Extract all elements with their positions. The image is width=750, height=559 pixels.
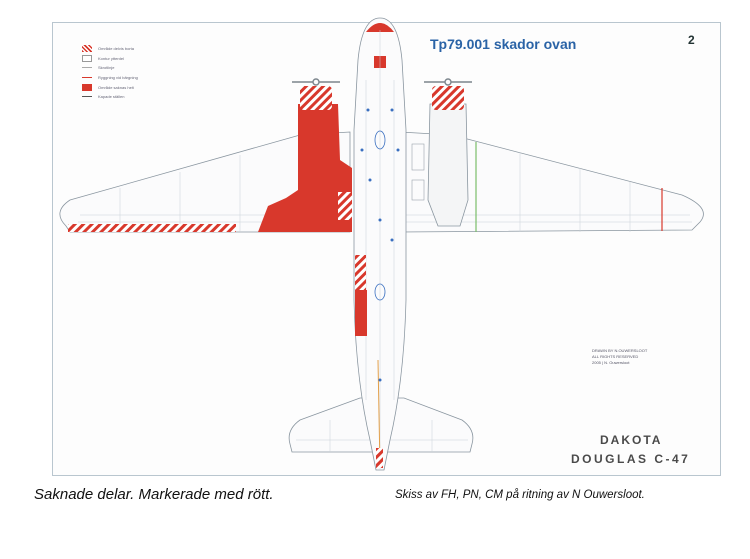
- fuselage-hatch-oval: [374, 130, 386, 150]
- legend: Område delvis borta Kontur ytterdel Skro…: [82, 44, 202, 102]
- legend-label: Område delvis borta: [98, 46, 135, 52]
- legend-swatch: [82, 83, 92, 91]
- left-flap-hatch: [68, 224, 236, 232]
- legend-swatch: [82, 45, 92, 53]
- note-line: 2005 | N. Ouwersloot: [592, 360, 630, 365]
- left-nacelle-hatch: [300, 86, 332, 110]
- legend-swatch: [82, 77, 92, 79]
- legend-item: Område saknas helt: [82, 82, 202, 92]
- fuselage-hatch-oval-aft: [374, 283, 386, 301]
- fuselage-side-red: [355, 290, 367, 336]
- note-line: ALL RIGHTS RESERVED: [592, 354, 639, 359]
- legend-item: Kapade ställen: [82, 92, 202, 102]
- right-propeller: [424, 78, 472, 86]
- legend-item: Område delvis borta: [82, 44, 202, 54]
- caption-right: Skiss av FH, PN, CM på ritning av N Ouwe…: [395, 489, 645, 501]
- nameplate-line2: DOUGLAS C-47: [571, 452, 691, 466]
- legend-item: Kontur ytterdel: [82, 54, 202, 64]
- legend-swatch: [82, 67, 92, 69]
- legend-item: Skrotlinje: [82, 63, 202, 73]
- caption-left: Saknade delar. Markerade med rött.: [34, 486, 274, 503]
- legend-label: Skrotlinje: [98, 65, 115, 71]
- left-propeller: [292, 78, 340, 86]
- legend-swatch: [82, 54, 92, 62]
- legend-item: Ryggning vid bärgning: [82, 73, 202, 83]
- legend-label: Område saknas helt: [98, 84, 134, 90]
- tail-cone-hatch: [376, 448, 383, 468]
- legend-swatch: [82, 96, 92, 98]
- right-nacelle: [427, 103, 469, 227]
- nameplate-line1: DAKOTA: [600, 433, 663, 447]
- note-line: DRAWN BY N.OUWERSLOOT: [592, 348, 648, 353]
- page-number: 2: [688, 33, 695, 47]
- drawing-title: Tp79.001 skador ovan: [430, 36, 577, 52]
- legend-label: Kontur ytterdel: [98, 55, 125, 61]
- legend-label: Ryggning vid bärgning: [98, 75, 138, 81]
- drawing-notes: DRAWN BY N.OUWERSLOOT ALL RIGHTS RESERVE…: [592, 348, 647, 366]
- right-nacelle-hatch: [432, 86, 464, 110]
- left-inner-hatch: [338, 192, 352, 220]
- left-nacelle-red: [258, 104, 352, 232]
- nose-red: [366, 23, 394, 32]
- legend-label: Kapade ställen: [98, 94, 125, 100]
- fuselage-side-hatch: [355, 255, 366, 290]
